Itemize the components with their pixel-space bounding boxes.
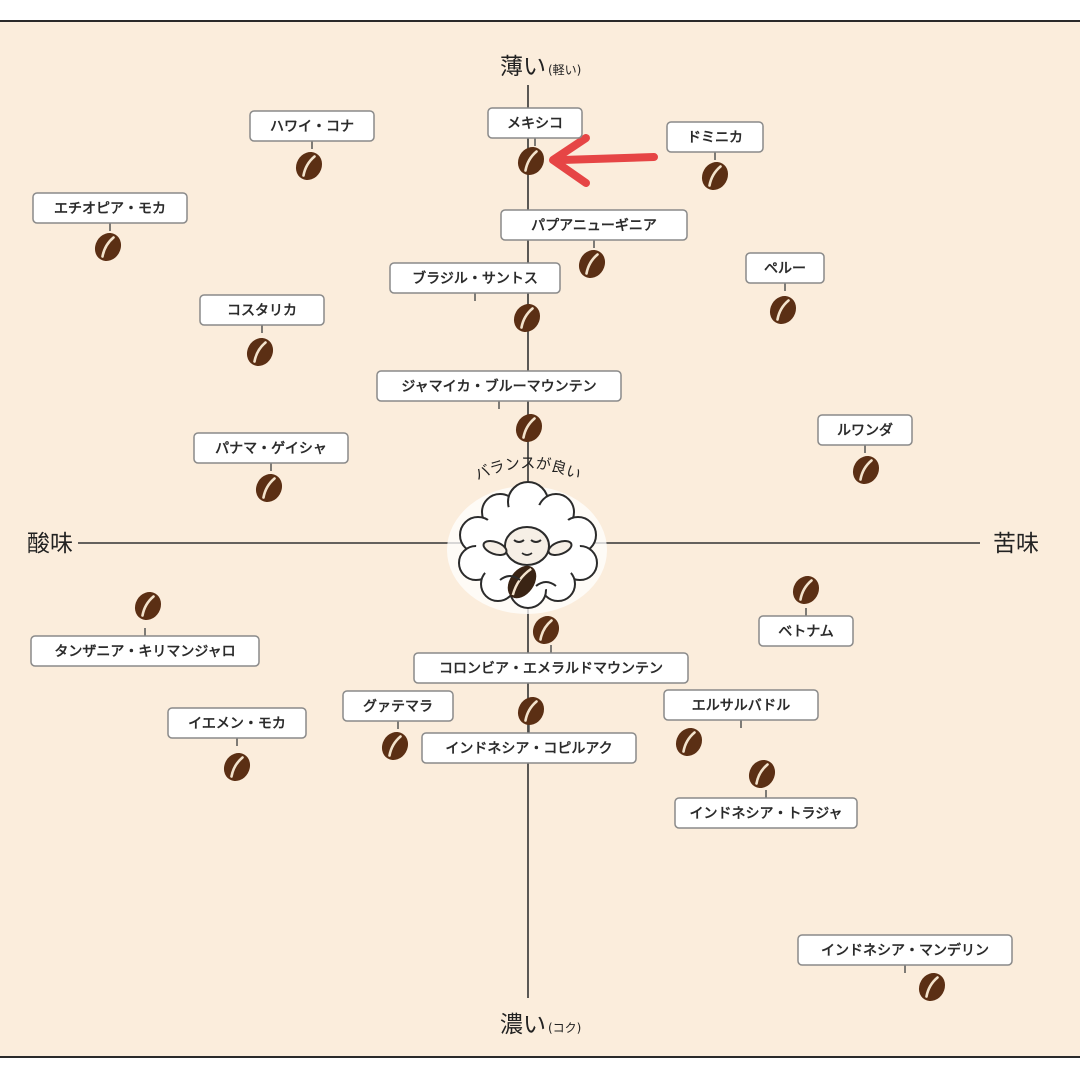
coffee-label-box (758, 615, 854, 647)
center-balance: バランスが良い (447, 454, 607, 614)
coffee-item: コロンビア・エメラルドマウンテン (413, 615, 689, 684)
coffee-bean-icon (918, 972, 946, 1002)
coffee-item: グァテマラ (342, 690, 454, 761)
coffee-item: ハワイ・コナ (249, 110, 375, 181)
coffee-bean-icon (517, 146, 545, 176)
coffee-item: ブラジル・サントス (389, 262, 561, 333)
coffee-bean-icon (675, 727, 703, 757)
coffee-item: エチオピア・モカ (32, 192, 188, 262)
coffee-bean-icon (223, 752, 251, 782)
coffee-label: メキシコ (507, 116, 563, 132)
coffee-item: パナマ・ゲイシャ (193, 432, 349, 503)
coffee-bean-icon (769, 295, 797, 325)
coffee-label-box (663, 689, 819, 721)
coffee-label: グァテマラ (363, 698, 433, 715)
coffee-item: タンザニア・キリマンジャロ (30, 591, 260, 667)
coffee-bean-icon (852, 455, 880, 485)
coffee-label-box (413, 652, 689, 684)
coffee-bean-icon (792, 575, 820, 605)
coffee-item: ベトナム (758, 575, 854, 647)
coffee-label: インドネシア・マンデリン (821, 942, 989, 959)
coffee-label-box (666, 121, 764, 153)
coffee-label-box (745, 252, 825, 284)
coffee-label: エチオピア・モカ (54, 201, 166, 217)
coffee-bean-icon (532, 615, 560, 645)
coffee-item: ジャマイカ・ブルーマウンテン (376, 370, 622, 443)
coffee-label-box (500, 209, 688, 241)
sheep-icon (447, 481, 607, 614)
coffee-bean-icon (134, 591, 162, 621)
axis-top-label: 薄い(軽い) (500, 54, 581, 80)
coffee-label-box (421, 732, 637, 764)
coffee-label-box (193, 432, 349, 464)
coffee-items: ハワイ・コナ メキシコドミニカエチオピア・モカパプアニューギニアペルーブラジル・サ… (30, 107, 1013, 1002)
coffee-label: コスタリカ (227, 303, 297, 319)
coffee-bean-icon (381, 731, 409, 761)
coffee-bean-icon (578, 249, 606, 279)
coffee-label-box (30, 635, 260, 667)
coffee-bean-icon (515, 413, 543, 443)
coffee-item: ルワンダ (817, 414, 913, 485)
coffee-label-box (674, 797, 858, 829)
coffee-label: パナマ・ゲイシャ (215, 440, 327, 457)
coffee-label-box (487, 107, 583, 139)
coffee-bean-icon (748, 759, 776, 789)
coffee-item: コスタリカ (199, 294, 325, 367)
coffee-label: イエメン・モカ (188, 716, 286, 732)
coffee-item: インドネシア・トラジャ (674, 759, 858, 829)
coffee-label: ジャマイカ・ブルーマウンテン (401, 378, 596, 395)
coffee-label: インドネシア・コピルアク (445, 741, 612, 757)
coffee-label-box (389, 262, 561, 294)
coffee-item: インドネシア・マンデリン (797, 934, 1013, 1002)
coffee-label-box (817, 414, 913, 446)
coffee-label: ハワイ・コナ (270, 119, 354, 135)
coffee-bean-icon (255, 473, 283, 503)
axis-left-label: 酸味 (27, 531, 73, 557)
coffee-item: インドネシア・コピルアク (421, 696, 637, 764)
coffee-label-box (199, 294, 325, 326)
coffee-label: ブラジル・サントス (412, 270, 538, 287)
coffee-label-box (797, 934, 1013, 966)
coffee-item: メキシコ (487, 107, 583, 176)
coffee-bean-icon (295, 151, 323, 181)
coffee-label: ドミニカ (687, 130, 743, 146)
coffee-label: タンザニア・キリマンジャロ (54, 644, 235, 660)
coffee-label: エルサルバドル (692, 698, 790, 714)
coffee-bean-icon (513, 303, 541, 333)
coffee-bean-icon (94, 232, 122, 262)
coffee-bean-icon (246, 337, 274, 367)
coffee-item: ドミニカ (666, 121, 764, 191)
coffee-label: ベトナム (778, 624, 834, 640)
coffee-item: パプアニューギニア (500, 209, 688, 279)
coffee-label: コロンビア・エメラルドマウンテン (439, 661, 663, 677)
coffee-item: ペルー (745, 252, 825, 325)
coffee-label-box (167, 707, 307, 739)
axis-bottom-label: 濃い(コク) (500, 1012, 581, 1038)
coffee-item: エルサルバドル (663, 689, 819, 757)
coffee-label: パプアニューギニア (531, 217, 657, 234)
coffee-label: インドネシア・トラジャ (689, 806, 842, 822)
coffee-label-box (32, 192, 188, 224)
coffee-label-box (249, 110, 375, 142)
coffee-label-box (376, 370, 622, 402)
coffee-bean-icon (701, 161, 729, 191)
coffee-label: ペルー (764, 261, 806, 277)
coffee-bean-icon (517, 696, 545, 726)
red-arrow-icon (549, 134, 658, 187)
coffee-label: ルワンダ (837, 422, 893, 439)
coffee-item: イエメン・モカ (167, 707, 307, 782)
axis-right-label: 苦味 (993, 531, 1039, 557)
coffee-label-box (342, 690, 454, 722)
